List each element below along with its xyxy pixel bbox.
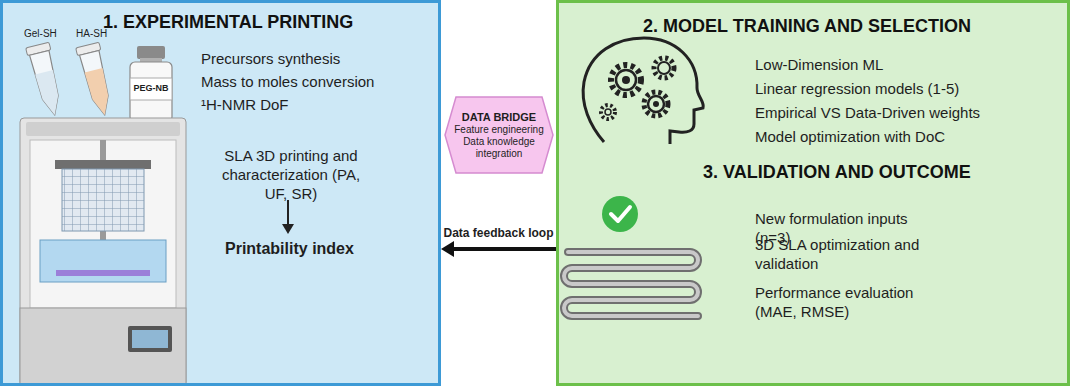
bridge-hexagon: DATA BRIDGEFeature engineering Data know… — [444, 96, 554, 174]
panel-title: 1. EXPERIMENTAL PRINTING — [103, 11, 353, 33]
bottle-icon — [130, 46, 172, 122]
step-text: Mass to moles conversion — [201, 72, 374, 91]
bridge-title: DATA BRIDGE — [450, 110, 548, 124]
panel-title: 2. MODEL TRAINING AND SELECTION — [643, 15, 971, 37]
outcome-text: Printability index — [225, 239, 354, 259]
check-icon — [602, 196, 638, 232]
item-text: Performance evaluation (MAE, RMSE) — [755, 283, 935, 321]
model-panel: 2. MODEL TRAINING AND SELECTION Low-Dimen… — [556, 0, 1070, 386]
step-text: SLA 3D printing and characterization (PA… — [211, 146, 371, 203]
section-title: 3. VALIDATION AND OUTCOME — [703, 161, 971, 183]
brain-gear-icon — [583, 38, 703, 144]
experimental-panel: 1. EXPERIMENTAL PRINTING Precursors synth… — [0, 0, 441, 386]
edge-label: Data feedback loop — [441, 226, 555, 241]
item-text: Empirical VS Data-Driven weights — [755, 103, 980, 122]
panel-fill — [0, 0, 441, 386]
panel-fill — [556, 0, 1070, 386]
serpentine-print — [564, 252, 698, 316]
item-text: 3D SLA optimization and validation — [755, 235, 935, 273]
step-text: ¹H-NMR DoF — [201, 95, 289, 114]
tube-icon — [76, 42, 117, 118]
item-text: Low-Dimension ML — [755, 55, 883, 74]
tube-icon — [26, 42, 67, 118]
tube-label: Gel-SH — [24, 28, 57, 40]
bottle-label: PEG-NB — [130, 83, 172, 94]
flow-arrow — [282, 200, 294, 234]
hexagon-content: DATA BRIDGEFeature engineering Data know… — [444, 96, 554, 174]
item-text: Model optimization with DoC — [755, 127, 945, 146]
tube-label: HA-SH — [76, 28, 107, 40]
feedback-arrow — [441, 241, 556, 257]
printer-icon — [20, 118, 186, 386]
step-text: Precursors synthesis — [201, 49, 340, 68]
item-text: Linear regression models (1-5) — [755, 79, 959, 98]
bridge-text: Feature engineering Data knowledge integ… — [450, 124, 548, 160]
